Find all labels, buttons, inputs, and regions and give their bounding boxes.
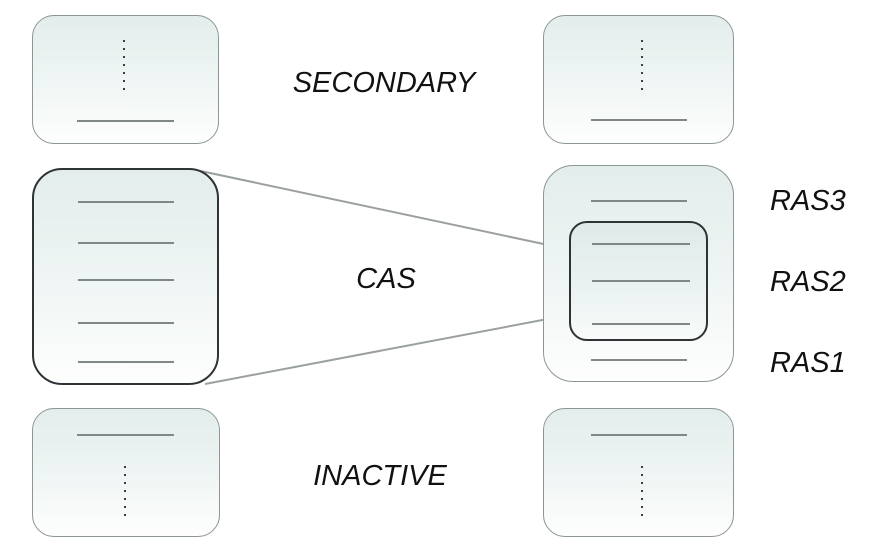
secondary-card-right [543, 15, 734, 144]
cas-inner-group-box [569, 221, 708, 341]
row-line [592, 323, 690, 325]
row-line [77, 120, 174, 122]
row-line [78, 201, 174, 203]
inactive-card-right [543, 408, 734, 537]
cas-card-left-highlighted [32, 168, 219, 385]
ellipsis-dots-vertical [123, 40, 125, 92]
callout-line-top [195, 169, 554, 247]
row-line [78, 279, 174, 281]
cas-label: CAS [356, 263, 416, 295]
ras3-label: RAS3 [770, 185, 846, 217]
ras1-label: RAS1 [770, 347, 846, 379]
row-line-ras3 [591, 200, 687, 202]
secondary-label: SECONDARY [292, 67, 476, 99]
inactive-label: INACTIVE [313, 460, 447, 492]
cas-card-right-outer [543, 165, 734, 382]
row-line [78, 361, 174, 363]
ellipsis-dots-vertical [641, 466, 643, 518]
ellipsis-dots-vertical [124, 466, 126, 518]
inactive-card-left [32, 408, 220, 537]
row-line-ras2 [592, 280, 690, 282]
row-line [78, 322, 174, 324]
secondary-card-left [32, 15, 219, 144]
row-line [591, 119, 687, 121]
row-line [78, 242, 174, 244]
row-line-ras1 [591, 359, 687, 361]
row-line [592, 243, 690, 245]
callout-line-bottom [204, 317, 553, 385]
row-line [591, 434, 687, 436]
row-line [77, 434, 174, 436]
ras2-label: RAS2 [770, 266, 846, 298]
ellipsis-dots-vertical [641, 40, 643, 92]
